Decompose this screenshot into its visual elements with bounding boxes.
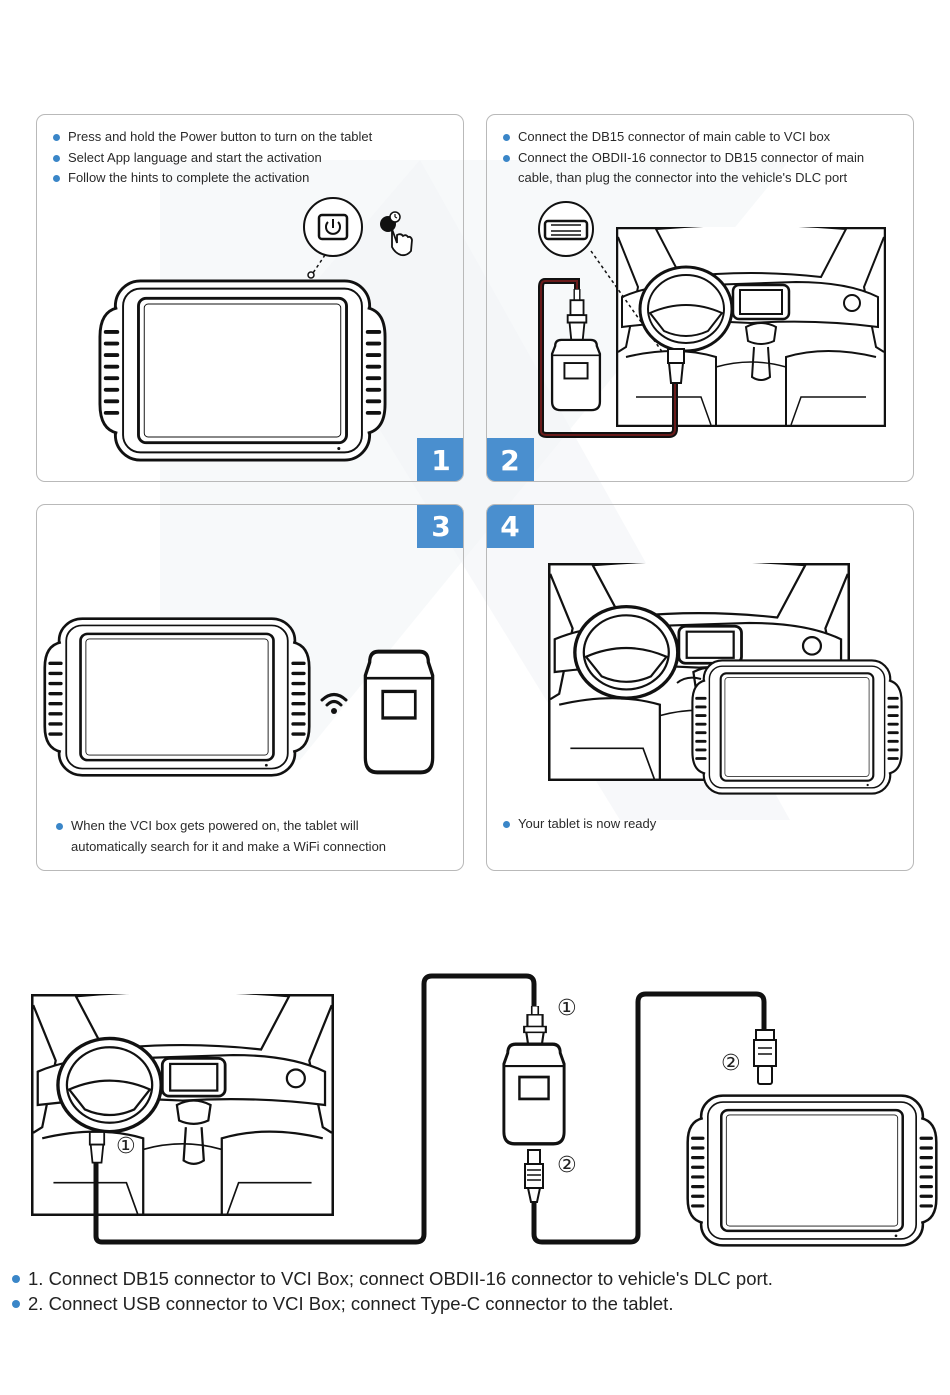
step-1-badge: 1 bbox=[417, 438, 463, 481]
wifi-icon bbox=[320, 693, 348, 714]
press-hand-icon bbox=[380, 211, 413, 257]
step-2-bullet: Connect the OBDII-16 connector to DB15 c… bbox=[502, 148, 902, 189]
step-1-bullet: Select App language and start the activa… bbox=[52, 148, 452, 169]
note-item: 2. Connect USB connector to VCI Box; con… bbox=[12, 1291, 773, 1316]
step-4-bullet: Your tablet is now ready bbox=[502, 814, 882, 835]
step-4-panel: 4 Your tablet is now ready bbox=[486, 504, 914, 871]
callout-number-1: ① bbox=[116, 1134, 136, 1159]
step-1-instructions: Press and hold the Power button to turn … bbox=[52, 127, 452, 189]
callout-dotted-line bbox=[590, 250, 664, 354]
step-2-instructions: Connect the DB15 connector of main cable… bbox=[502, 127, 902, 189]
step-3-panel: 3 When the VCI box gets powered on, the … bbox=[36, 504, 464, 871]
type-c-connector-icon bbox=[753, 1029, 777, 1085]
step-3-badge: 3 bbox=[417, 505, 463, 548]
step-2-panel: Connect the DB15 connector of main cable… bbox=[486, 114, 914, 482]
main-cable bbox=[538, 278, 678, 438]
connection-notes: 1. Connect DB15 connector to VCI Box; co… bbox=[12, 1266, 773, 1316]
callout-number-2: ② bbox=[721, 1051, 741, 1076]
usb-connector-icon bbox=[524, 1149, 544, 1203]
step-1-panel: Press and hold the Power button to turn … bbox=[36, 114, 464, 482]
callout-number-1: ① bbox=[557, 996, 577, 1021]
step-4-instructions: Your tablet is now ready bbox=[502, 814, 882, 835]
obd-connector-icon bbox=[667, 348, 685, 384]
tablet-mount-arm bbox=[676, 676, 702, 684]
step-1-bullet: Press and hold the Power button to turn … bbox=[52, 127, 452, 148]
step-4-badge: 4 bbox=[487, 505, 534, 548]
note-item: 1. Connect DB15 connector to VCI Box; co… bbox=[12, 1266, 773, 1291]
step-3-bullet: When the VCI box gets powered on, the ta… bbox=[55, 816, 415, 857]
vci-box-image bbox=[500, 1042, 568, 1146]
tablet-device-image bbox=[686, 1094, 938, 1247]
callout-number-2: ② bbox=[557, 1153, 577, 1178]
step-1-bullet: Follow the hints to complete the activat… bbox=[52, 168, 452, 189]
step-3-instructions: When the VCI box gets powered on, the ta… bbox=[55, 816, 415, 857]
obd-connector-icon bbox=[88, 1131, 106, 1164]
obd-port-callout-icon bbox=[538, 201, 594, 257]
step-2-badge: 2 bbox=[487, 438, 534, 481]
step-2-bullet: Connect the DB15 connector of main cable… bbox=[502, 127, 902, 148]
power-button-icon bbox=[303, 197, 363, 279]
